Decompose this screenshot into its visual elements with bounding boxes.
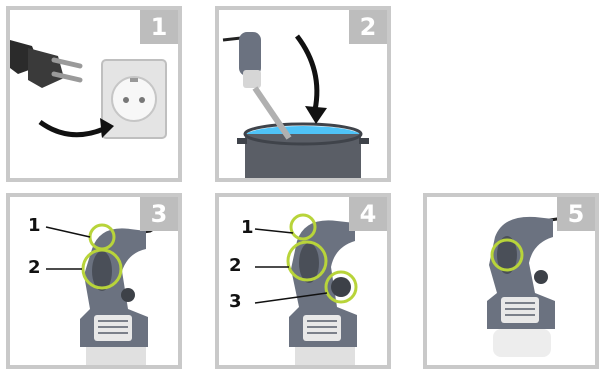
blender-base: [493, 329, 551, 357]
plug-body: [28, 48, 64, 88]
step-number-badge: 4: [349, 197, 387, 231]
callout-3: 3: [229, 291, 242, 312]
callout-2: 2: [28, 257, 41, 278]
blender-handle: [239, 32, 261, 76]
step-2-panel: 2: [215, 6, 391, 182]
step-number-badge: 1: [140, 10, 178, 44]
step-3-panel: 1 2 3: [6, 193, 182, 369]
callout-2: 2: [229, 255, 242, 276]
insert-arrow: [40, 122, 106, 135]
callout-1: 1: [28, 215, 41, 236]
blender-cable: [223, 38, 241, 40]
step-number-badge: 5: [557, 197, 595, 231]
down-arrow: [297, 36, 317, 110]
step-number-badge: 3: [140, 197, 178, 231]
step-5-panel: 5: [423, 193, 599, 369]
step-1-panel: 1: [6, 6, 182, 182]
step-4-panel: 1 2 3 4: [215, 193, 391, 369]
step-number-badge: 2: [349, 10, 387, 44]
callout-1: 1: [241, 217, 254, 238]
